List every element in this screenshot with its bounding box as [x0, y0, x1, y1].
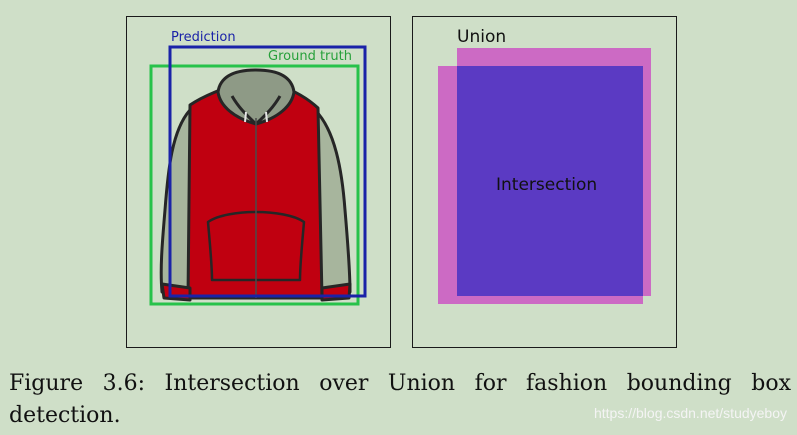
- ground-truth-box: [149, 64, 360, 306]
- prediction-box: [168, 45, 367, 298]
- right-figure-panel: [412, 16, 677, 348]
- hoodie-left-cuff: [160, 282, 192, 302]
- prediction-label: Prediction: [171, 30, 236, 45]
- hoodie-drawstring-left: [244, 111, 247, 123]
- ground-truth-label: Ground truth: [268, 49, 352, 64]
- hoodie-hood: [216, 68, 296, 126]
- figure-caption: Figure 3.6: Intersection over Union for …: [9, 371, 791, 428]
- intersection-box: [457, 66, 643, 296]
- intersection-label: Intersection: [496, 175, 598, 195]
- hoodie-drawstring-right: [265, 111, 268, 123]
- left-figure-panel: [126, 16, 391, 348]
- watermark: https://blog.csdn.net/studyeboy: [593, 405, 787, 421]
- union-label: Union: [457, 27, 507, 47]
- hoodie-right-cuff: [320, 282, 352, 302]
- hoodie-pocket: [206, 210, 306, 282]
